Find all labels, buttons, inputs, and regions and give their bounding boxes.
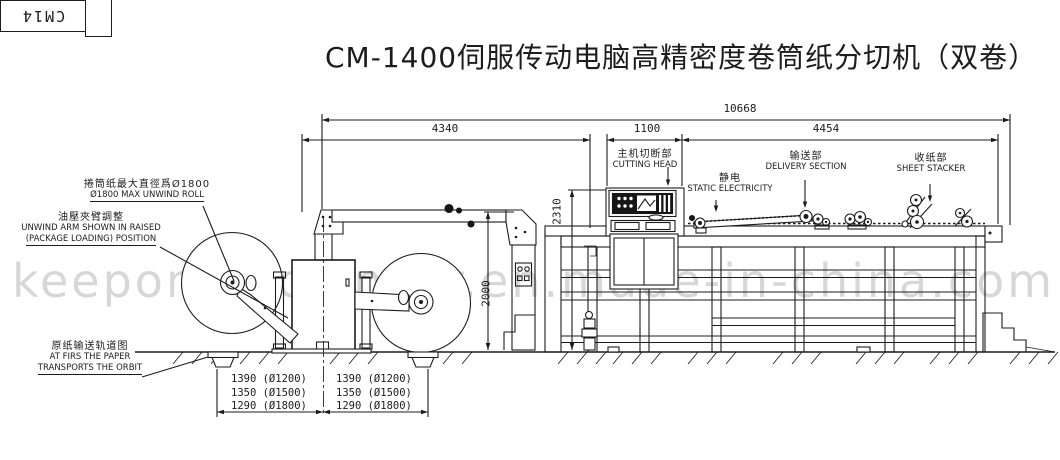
label-delivery-section: 输送部 DELIVERY SECTION	[765, 151, 847, 172]
cutting-head-tower	[605, 187, 685, 290]
web-guide-column	[503, 244, 536, 351]
label-paper-orbit: 原纸输送轨道图 AT FIRS THE PAPER TRANSPORTS THE…	[37, 341, 143, 375]
floor-rail-left	[207, 351, 239, 368]
static-eliminator-bar	[688, 214, 813, 234]
table-row: 1390 (Ø1200)	[231, 373, 307, 385]
floor-rail-right	[407, 351, 439, 368]
dim-unwind-height: 2000	[479, 280, 493, 307]
pump-unit	[581, 310, 598, 351]
roll-position-table-right: 1390 (Ø1200) 1350 (Ø1500) 1290 (Ø1800)	[336, 373, 412, 414]
table-row: 1290 (Ø1800)	[231, 400, 307, 412]
ground-line	[135, 351, 1059, 365]
leader-lines	[141, 167, 933, 378]
delivery-rollers	[799, 209, 873, 230]
label-static-electricity: 静电 STATIC ELECTRICITY	[687, 173, 773, 194]
roll-position-table-left: 1390 (Ø1200) 1350 (Ø1500) 1290 (Ø1800)	[231, 373, 307, 414]
dim-delivery-width: 4454	[812, 122, 840, 135]
unwind-section	[180, 203, 537, 416]
title-block-corner: CM14	[0, 0, 86, 32]
panel-screen	[637, 195, 656, 211]
end-box	[984, 225, 1003, 243]
hydraulic-cylinder-right	[359, 271, 373, 350]
unwind-arm-right	[354, 289, 434, 315]
label-unwind-arm: 油壓夾臂調整 UNWIND ARM SHOWN IN RAISED (PACKA…	[21, 212, 161, 246]
hydraulic-cylinder-left	[272, 271, 287, 350]
exit-stairs	[982, 312, 1027, 352]
table-row: 1350 (Ø1500)	[231, 386, 307, 399]
label-max-roll: 捲筒纸最大直徑爲Ø1800 Ø1800 MAX UNWIND ROLL	[83, 179, 211, 202]
dim-unwind-width: 4340	[431, 122, 459, 135]
drawing-code: CM14	[20, 7, 66, 25]
stacker-rollers	[901, 193, 974, 230]
table-row: 1390 (Ø1200)	[336, 373, 412, 385]
table-row: 1290 (Ø1800)	[336, 400, 412, 412]
label-cutting-head: 主机切断部 CUTTING HEAD	[612, 149, 678, 170]
label-sheet-stacker: 收纸部 SHEET STACKER	[896, 153, 966, 174]
dim-overall-width: 10668	[723, 102, 757, 115]
title-block-cell	[85, 0, 112, 37]
dim-cutting-width: 1100	[633, 122, 661, 135]
dim-cutting-height: 2310	[550, 198, 564, 225]
overhead-beam	[313, 203, 537, 261]
table-row: 1350 (Ø1500)	[336, 386, 412, 399]
dimension-lines	[216, 114, 1011, 417]
drawing-title: CM-1400伺服传动电脑高精密度卷筒纸分切机（双卷）	[325, 41, 1038, 74]
